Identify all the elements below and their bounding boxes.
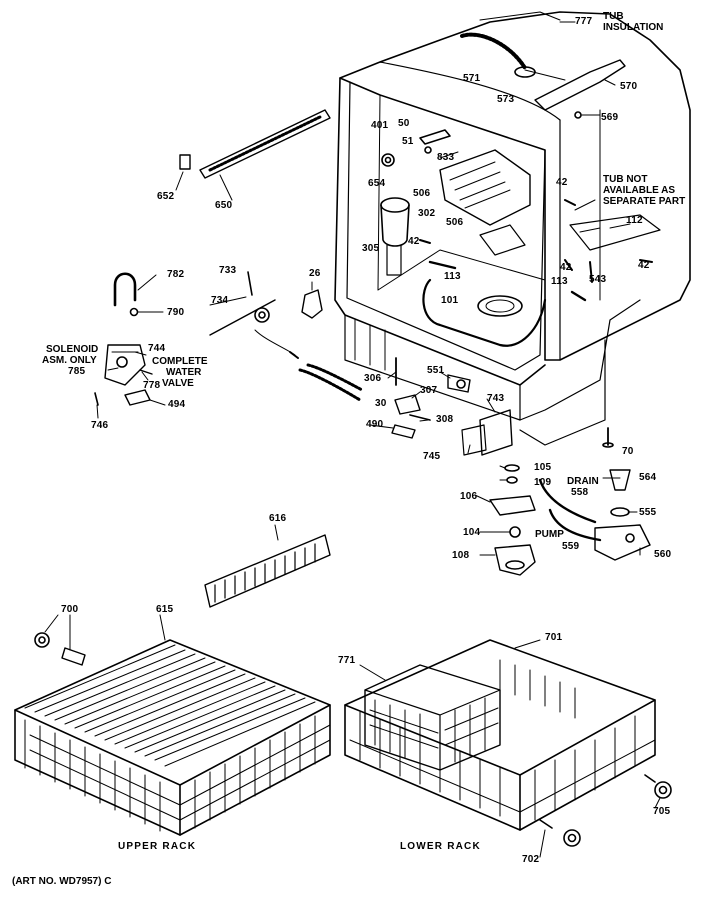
note-tub-not-line1: TUB NOT (603, 174, 648, 185)
part-label-564: 564 (639, 472, 657, 483)
part-label-777: 777 (575, 16, 593, 27)
part-label-559: 559 (562, 541, 580, 552)
note-tub-insulation: TUB INSULATION (603, 11, 663, 33)
note-tub-insulation-line2: INSULATION (603, 22, 664, 33)
part-label-26: 26 (309, 268, 321, 279)
part-label-785: 785 (68, 366, 86, 377)
note-tub-not-line3: SEPARATE PART (603, 196, 686, 207)
part-label-744: 744 (148, 343, 166, 354)
part-label-701: 701 (545, 632, 563, 643)
part-label-70: 70 (622, 446, 634, 457)
part-label-560: 560 (654, 549, 672, 560)
part-label-700: 700 (61, 604, 79, 615)
part-label-702: 702 (522, 854, 540, 865)
part-label-733: 733 (219, 265, 237, 276)
note-complete-water-valve: COMPLETE WATER VALVE (152, 356, 208, 389)
drain-and-pump-parts (391, 357, 651, 576)
part-label-778: 778 (143, 380, 161, 391)
part-label-42-tub: 42 (408, 236, 420, 247)
part-label-570: 570 (620, 81, 638, 92)
part-label-569: 569 (601, 112, 619, 123)
art-number: (ART NO. WD7957) C (12, 876, 112, 887)
part-label-650: 650 (215, 200, 233, 211)
note-pump: PUMP (535, 529, 564, 540)
part-label-101: 101 (441, 295, 459, 306)
note-tub-not-available: TUB NOT AVAILABLE AS SEPARATE PART (603, 174, 685, 207)
part-label-746: 746 (91, 420, 109, 431)
part-label-543: 543 (589, 274, 607, 285)
part-label-401: 401 (371, 120, 389, 131)
part-label-306: 306 (364, 373, 382, 384)
part-label-490: 490 (366, 419, 384, 430)
part-label-745: 745 (423, 451, 441, 462)
part-label-782: 782 (167, 269, 185, 280)
note-complete-line1: COMPLETE (152, 356, 208, 367)
caption-upper-rack: UPPER RACK (118, 841, 197, 852)
caption-lower-rack: LOWER RACK (400, 841, 481, 852)
part-label-108: 108 (452, 550, 470, 561)
part-label-616: 616 (269, 513, 287, 524)
note-tub-insulation-line1: TUB (603, 11, 624, 22)
part-label-308: 308 (436, 414, 454, 425)
tub-assembly (334, 11, 691, 446)
part-label-558: 558 (571, 487, 589, 498)
note-complete-line3: VALVE (162, 378, 194, 389)
part-label-113-left: 113 (444, 271, 461, 282)
part-label-494: 494 (168, 399, 186, 410)
part-label-112: 112 (626, 215, 643, 226)
part-label-305: 305 (362, 243, 380, 254)
note-solenoid-line1: SOLENOID (46, 344, 99, 355)
part-label-654: 654 (368, 178, 386, 189)
part-label-104: 104 (463, 527, 481, 538)
part-label-302: 302 (418, 208, 436, 219)
part-label-42-mid-right: 42 (560, 262, 572, 273)
part-label-551: 551 (427, 365, 445, 376)
note-solenoid: SOLENOID ASM. ONLY (42, 344, 98, 366)
note-solenoid-line2: ASM. ONLY (42, 355, 97, 366)
part-label-109: 109 (534, 477, 552, 488)
part-label-705: 705 (653, 806, 671, 817)
part-label-833: 833 (437, 152, 455, 163)
left-side-parts (94, 109, 364, 406)
rack-tine-row (204, 534, 331, 608)
part-label-105: 105 (534, 462, 552, 473)
part-label-506-upper: 506 (413, 188, 431, 199)
note-drain: DRAIN (567, 476, 599, 487)
part-label-30: 30 (375, 398, 387, 409)
part-label-790: 790 (167, 307, 185, 318)
part-label-51: 51 (402, 136, 414, 147)
part-label-652: 652 (157, 191, 175, 202)
part-label-42-upper-right: 42 (556, 177, 568, 188)
leader-lines (44, 21, 661, 858)
part-label-506-lower: 506 (446, 217, 464, 228)
part-label-113-right: 113 (551, 276, 568, 287)
part-label-573: 573 (497, 94, 515, 105)
part-label-743: 743 (487, 393, 505, 404)
part-label-106: 106 (460, 491, 478, 502)
part-label-555: 555 (639, 507, 657, 518)
lower-rack-drawing (344, 639, 672, 847)
part-label-615: 615 (156, 604, 174, 615)
part-label-42-far-right: 42 (638, 260, 650, 271)
part-label-734: 734 (211, 295, 229, 306)
part-label-50: 50 (398, 118, 410, 129)
part-label-571: 571 (463, 73, 481, 84)
part-label-771: 771 (338, 655, 356, 666)
note-tub-not-line2: AVAILABLE AS (603, 185, 676, 196)
note-complete-line2: WATER (166, 367, 202, 378)
part-label-307: 307 (420, 385, 438, 396)
upper-rack-drawing (14, 632, 331, 836)
